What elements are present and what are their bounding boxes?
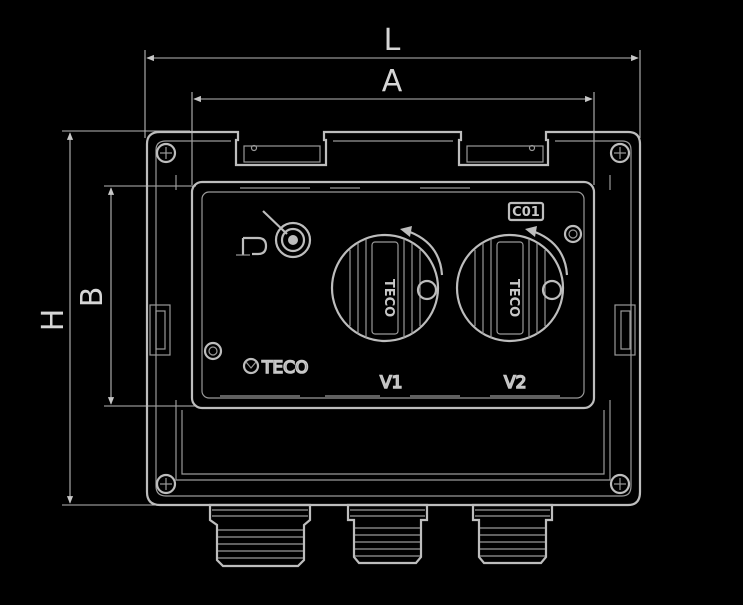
corner-screw-top-left [155,142,177,164]
dimension-width-label: A [382,64,403,99]
brand-logo: TECO [242,357,309,379]
dimension-length-label: L [384,23,401,58]
panel-mount-hole-bottom-left [203,341,223,361]
dimension-inner-height-label: B [75,287,110,308]
cable-gland-middle [346,503,429,565]
dimension-height-label: H [36,309,71,332]
valve-1-label: V1 [380,373,402,393]
side-latch-right [614,304,636,356]
corner-screw-bottom-right [609,473,631,495]
valve-dial-1: TECO [330,226,444,343]
top-latch-right [466,145,544,163]
code-badge: C01 [507,201,545,222]
control-knob [262,210,312,259]
corner-screw-top-right [609,142,631,164]
cable-gland-right [471,503,554,565]
valve-dial-2: TECO [455,226,569,343]
corner-screw-bottom-left [155,473,177,495]
housing [145,130,642,507]
top-latch-left [243,145,321,163]
dial-1-brand: TECO [381,279,396,317]
brand-logo-text: TECO [261,358,308,378]
cable-gland-left [208,503,312,568]
valve-2-label: V2 [504,373,526,393]
dial-2-brand: TECO [506,279,521,317]
code-badge-text: C01 [512,205,540,220]
pressure-symbol-icon [236,236,268,256]
panel-mount-hole-top-right [563,224,583,244]
front-panel [190,180,596,410]
side-latch-left [149,304,171,356]
